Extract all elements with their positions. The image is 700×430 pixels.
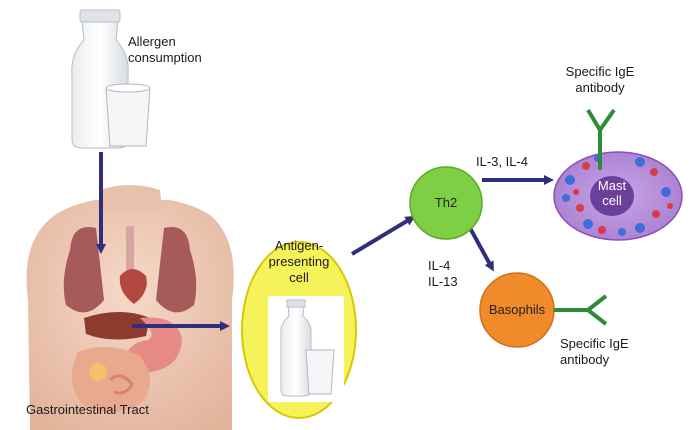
allergen-label-line1: Allergen xyxy=(128,34,176,49)
il4-label: IL-4 xyxy=(428,258,451,273)
gi-tract-label: Gastrointestinal Tract xyxy=(26,402,149,417)
ige-bottom-label: Specific IgE antibody xyxy=(560,336,629,368)
ige-bottom-label-line1: Specific IgE xyxy=(560,336,629,351)
ige-top-label-line2: antibody xyxy=(575,80,625,95)
ige-bottom-label-line2: antibody xyxy=(560,352,610,367)
allergen-label-line2: consumption xyxy=(128,50,202,65)
antibody-icon-basophil xyxy=(554,294,608,326)
antibody-icon-mast-cell xyxy=(586,108,616,170)
basophils-label: Basophils xyxy=(488,302,546,317)
apc-label-line1: Antigen- xyxy=(274,238,324,253)
arrow-th2-to-basophils xyxy=(468,227,494,272)
apc-label-line2: presenting xyxy=(268,254,330,269)
mast-cell-label-line1: Mast xyxy=(597,178,627,193)
apc-label: Antigen- presenting cell xyxy=(254,238,344,286)
allergen-label: Allergen consumption xyxy=(128,34,202,66)
il13-label: IL-13 xyxy=(428,274,458,289)
ige-top-label-line1: Specific IgE xyxy=(565,64,635,79)
mast-cell-label-line2: cell xyxy=(602,193,622,208)
mast-cell-label: Mast cell xyxy=(590,178,634,208)
il4-il13-label: IL-4 IL-13 xyxy=(428,258,458,290)
mast-cell xyxy=(553,151,683,241)
arrow-apc-to-th2 xyxy=(350,215,416,256)
milk-bottle-and-glass-icon xyxy=(71,9,151,149)
apc-milk-bottle-icon xyxy=(280,299,335,397)
apc-label-line3: cell xyxy=(289,270,309,285)
il3-il4-label: IL-3, IL-4 xyxy=(476,154,529,169)
mast-cell-granules xyxy=(562,154,673,236)
human-torso-organs-icon xyxy=(26,185,234,430)
th2-cell xyxy=(409,166,483,240)
ige-top-label: Specific IgE antibody xyxy=(548,64,652,96)
th2-label: Th2 xyxy=(434,195,458,210)
